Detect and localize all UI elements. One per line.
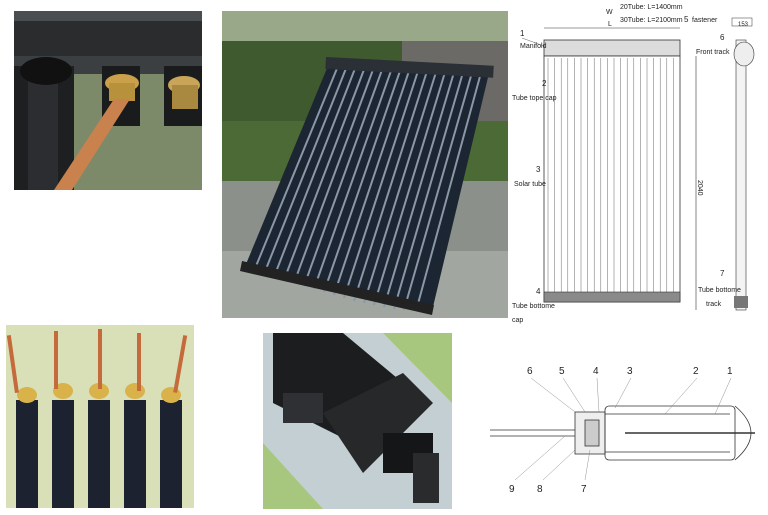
technical-drawing-collector: 20Tube: L=1400mm 30Tube: L=2100mm L W 15… (508, 0, 768, 330)
cross-section-drawing: 6 5 4 3 2 1 9 8 7 (485, 350, 768, 510)
callout-7-num: 7 (720, 269, 725, 278)
callout-7-label-cont: track (706, 301, 722, 308)
photo-solar-collector-installed (222, 11, 508, 318)
label-20tube: 20Tube: L=1400mm (620, 4, 683, 11)
callout-3-label: Solar tube (514, 181, 546, 188)
callout-2-label: Tube tope cap (512, 95, 557, 102)
callout-6-label: Front track (696, 49, 730, 56)
dim-W: W (606, 9, 613, 16)
callout-1-label: Manifold (520, 43, 547, 50)
photo-heat-pipe-tubes (6, 325, 194, 508)
dim-L: L (608, 21, 612, 28)
section-num-3: 3 (627, 366, 633, 377)
callout-4-label-cont: cap (512, 317, 523, 324)
section-num-5: 5 (559, 366, 565, 377)
section-num-9: 9 (509, 484, 515, 495)
section-num-1: 1 (727, 366, 733, 377)
photo-manifold-copper-pipe (14, 11, 202, 190)
callout-2-num: 2 (542, 79, 547, 88)
callout-7-label: Tube bottome (698, 287, 741, 294)
section-num-7: 7 (581, 484, 587, 495)
callout-6-num: 6 (720, 33, 725, 42)
section-num-2: 2 (693, 366, 699, 377)
callout-3-num: 3 (536, 165, 541, 174)
callout-4-label: Tube bottome (512, 303, 555, 310)
dim-height: 2040 (696, 180, 703, 196)
section-numbers: 6 5 4 3 2 1 9 8 7 (509, 366, 733, 495)
photo-manifold-bracket (263, 333, 452, 509)
section-num-6: 6 (527, 366, 533, 377)
callout-5-num: 5 (684, 15, 689, 24)
label-30tube: 30Tube: L=2100mm (620, 17, 683, 24)
callout-4-num: 4 (536, 287, 541, 296)
section-num-4: 4 (593, 366, 599, 377)
dim-depth: 153 (738, 22, 749, 28)
callout-5-label: fastener (692, 17, 718, 24)
callout-1-num: 1 (520, 29, 525, 38)
section-num-8: 8 (537, 484, 543, 495)
